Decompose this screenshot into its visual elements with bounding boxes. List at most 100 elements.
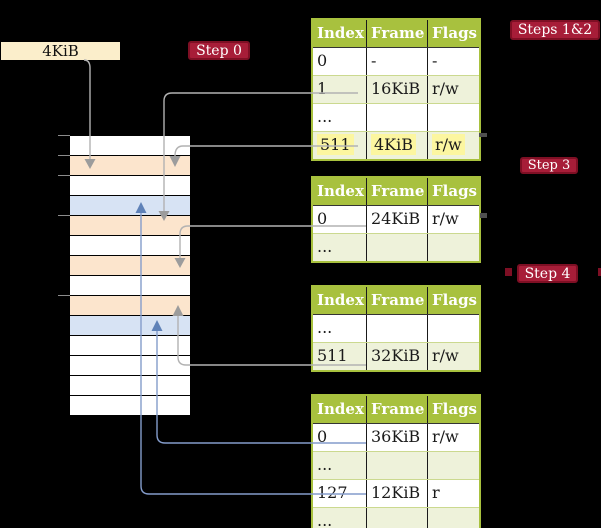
table-row: 0 -- — [313, 48, 479, 75]
table-cell — [366, 315, 427, 342]
table-cell: 0 — [317, 427, 328, 446]
step-3-label: Step 3 — [520, 157, 578, 174]
steps-1-and-2-label: Steps 1&2 — [510, 20, 600, 40]
table-row: ... — [313, 315, 479, 342]
header-cell-frame: Frame — [366, 20, 427, 47]
clipped-arrow-mark — [598, 268, 601, 276]
highlighted-value: 4KiB — [371, 134, 417, 155]
table-cell — [366, 104, 427, 131]
header-cell-index: Index — [317, 291, 364, 309]
table-cell: 0 — [317, 209, 328, 228]
header-cell-flags: Flags — [427, 20, 479, 47]
table-cell: 127 — [317, 483, 348, 502]
table-cell: ... — [317, 455, 333, 474]
table-row: 511 4KiB r/w — [313, 131, 479, 159]
header-cell-flags: Flags — [427, 178, 479, 205]
table-cell: 12KiB — [366, 480, 427, 507]
table-cell: ... — [317, 107, 333, 126]
table-cell: r/w — [427, 76, 479, 103]
table-cell: r/w — [427, 206, 479, 233]
memory-frame-row-10 — [70, 336, 190, 356]
table-cell: 24KiB — [366, 206, 427, 233]
header-cell-index: Index — [317, 182, 364, 200]
table-cell: 1 — [317, 79, 328, 98]
table-cell: 511 — [317, 346, 348, 365]
step-0-label: Step 0 — [188, 41, 250, 60]
header-cell-index: Index — [317, 24, 364, 42]
table-cell: 36KiB — [366, 424, 427, 451]
table-cell: 4KiB — [366, 132, 427, 159]
table-cell: r/w — [427, 132, 479, 159]
table-cell — [366, 234, 427, 261]
memory-frame-row-2 — [70, 176, 190, 196]
table-cell — [427, 452, 479, 479]
clipped-arrow-mark — [505, 268, 512, 276]
clipped-arrow-mark — [479, 133, 487, 137]
address-tick — [58, 215, 70, 216]
header-cell-frame: Frame — [366, 178, 427, 205]
table-cell: r/w — [427, 343, 479, 370]
memory-frame-row-0 — [70, 136, 190, 156]
memory-frame-row-5 — [70, 236, 190, 256]
memory-frame-row-8 — [70, 296, 190, 316]
table-cell: r — [427, 480, 479, 507]
address-tick — [58, 135, 70, 136]
table-cell: 32KiB — [366, 343, 427, 370]
frame-address-box: 4KiB — [1, 42, 120, 60]
table-cell: 511 — [313, 132, 366, 159]
table-cell: ... — [317, 237, 333, 256]
memory-frame-row-7 — [70, 276, 190, 296]
clipped-arrow-mark — [480, 213, 487, 218]
memory-frame-row-9 — [70, 316, 190, 336]
header-cell-flags: Flags — [427, 287, 479, 314]
header-cell-index: Index — [317, 400, 364, 418]
table-cell: ... — [317, 318, 333, 337]
table-cell — [427, 508, 479, 528]
highlighted-value: 511 — [317, 134, 354, 155]
table-cell — [427, 234, 479, 261]
address-tick — [58, 155, 70, 156]
address-tick — [58, 295, 70, 296]
table-cell: - — [427, 48, 479, 75]
step-4-label: Step 4 — [517, 264, 578, 283]
table-cell — [366, 508, 427, 528]
physical-memory-column — [70, 135, 190, 416]
header-cell-frame: Frame — [366, 396, 427, 423]
table-cell: r/w — [427, 424, 479, 451]
memory-frame-row-4 — [70, 216, 190, 236]
highlighted-value: r/w — [432, 134, 465, 155]
table-cell — [366, 452, 427, 479]
table-row: ... — [313, 507, 479, 528]
table-cell: - — [366, 48, 427, 75]
table-row: ... — [313, 233, 479, 261]
memory-frame-row-3 — [70, 196, 190, 216]
table-row: ... — [313, 103, 479, 131]
table-row: ... — [313, 451, 479, 479]
address-tick — [58, 175, 70, 176]
memory-frame-row-11 — [70, 356, 190, 376]
header-cell-frame: Frame — [366, 287, 427, 314]
table-cell: 0 — [317, 51, 328, 70]
memory-frame-row-12 — [70, 376, 190, 396]
header-cell-flags: Flags — [427, 396, 479, 423]
table-cell: 16KiB — [366, 76, 427, 103]
memory-frame-row-6 — [70, 256, 190, 276]
table-cell: ... — [317, 511, 333, 528]
memory-frame-row-1 — [70, 156, 190, 176]
memory-frame-row-13 — [70, 396, 190, 416]
table-cell — [427, 104, 479, 131]
table-cell — [427, 315, 479, 342]
